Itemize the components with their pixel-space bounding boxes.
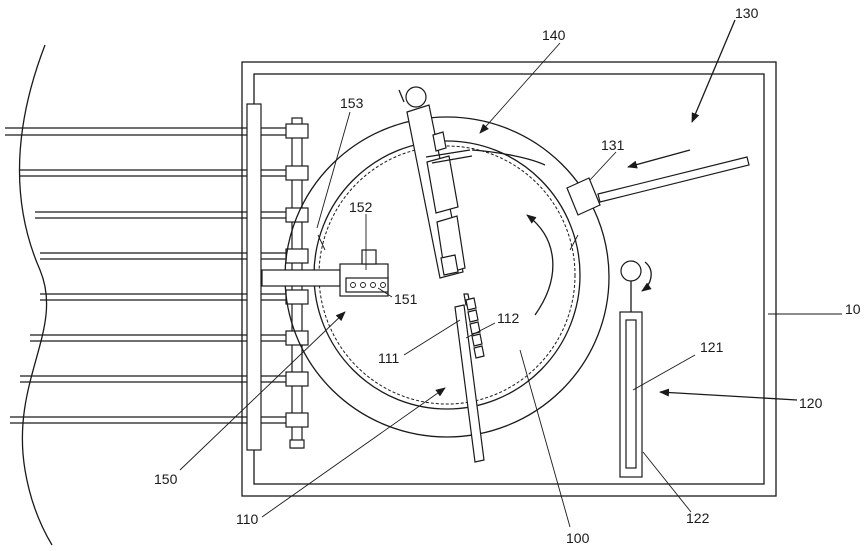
- label-121: 121: [700, 339, 724, 355]
- output-unit-120: [620, 261, 651, 477]
- label-100: 100: [566, 530, 590, 546]
- rotation-arrow: [527, 215, 553, 315]
- label-150: 150: [154, 471, 178, 487]
- gripper-150: [262, 250, 388, 296]
- insert-mechanism-140: [399, 87, 545, 278]
- label-140: 140: [542, 27, 566, 43]
- label-10: 10: [845, 301, 861, 317]
- break-line: [19, 45, 52, 545]
- mounting-plate: [247, 104, 261, 450]
- label-112: 112: [497, 310, 520, 326]
- feeder-130: [567, 157, 749, 215]
- label-153: 153: [340, 95, 364, 111]
- feed-direction-arrow: [628, 150, 690, 167]
- label-131: 131: [601, 137, 625, 153]
- label-122: 122: [686, 510, 710, 526]
- label-130: 130: [735, 5, 759, 21]
- label-152: 152: [349, 199, 373, 215]
- label-151: 151: [394, 291, 418, 307]
- label-111: 111: [378, 350, 399, 366]
- label-120: 120: [799, 395, 823, 411]
- label-110: 110: [236, 511, 259, 527]
